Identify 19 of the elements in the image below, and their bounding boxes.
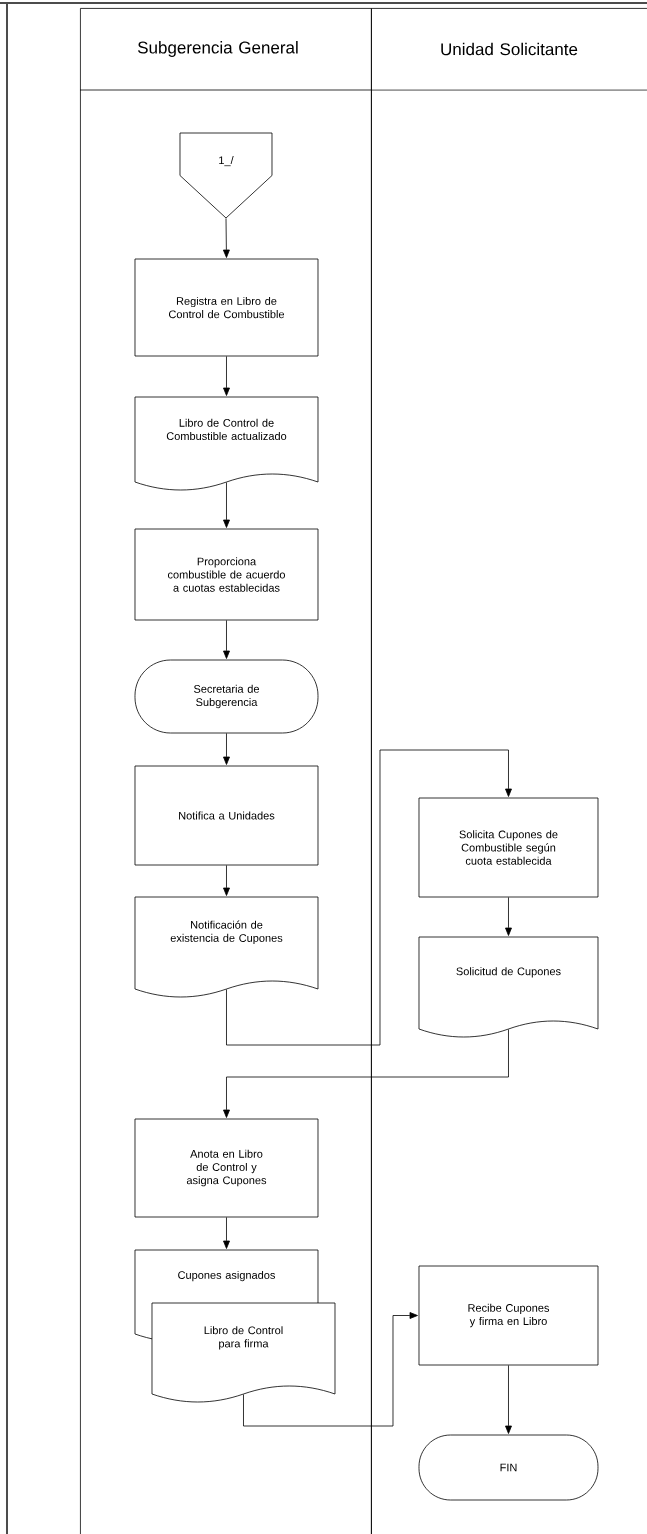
arrow (222, 218, 230, 258)
process-box: Proporciona combustible de acuerdo a cuotas establecidas (134, 528, 319, 621)
arrow (223, 1029, 509, 1118)
arrow (223, 482, 230, 528)
off-page-connector: 1_/ (179, 132, 273, 219)
arrow (223, 620, 230, 659)
process-box: Solicita Cupones de Combustible según cuota establecida (418, 797, 599, 898)
arrow (223, 733, 230, 765)
process-box: Notifica a Unidades (134, 765, 319, 866)
arrow (505, 897, 512, 936)
arrow (226, 749, 512, 1046)
process-box: Anota en Libro de Control y asigna Cupones (134, 1118, 319, 1218)
process-box: Registra en Libro de Control de Combustible (134, 258, 319, 357)
arrow (243, 1312, 418, 1427)
arrow (223, 356, 230, 396)
process-box: Recibe Cupones y firma en Libro (418, 1265, 599, 1366)
arrow (505, 1365, 512, 1434)
arrow (223, 1217, 230, 1249)
arrow (223, 865, 230, 896)
